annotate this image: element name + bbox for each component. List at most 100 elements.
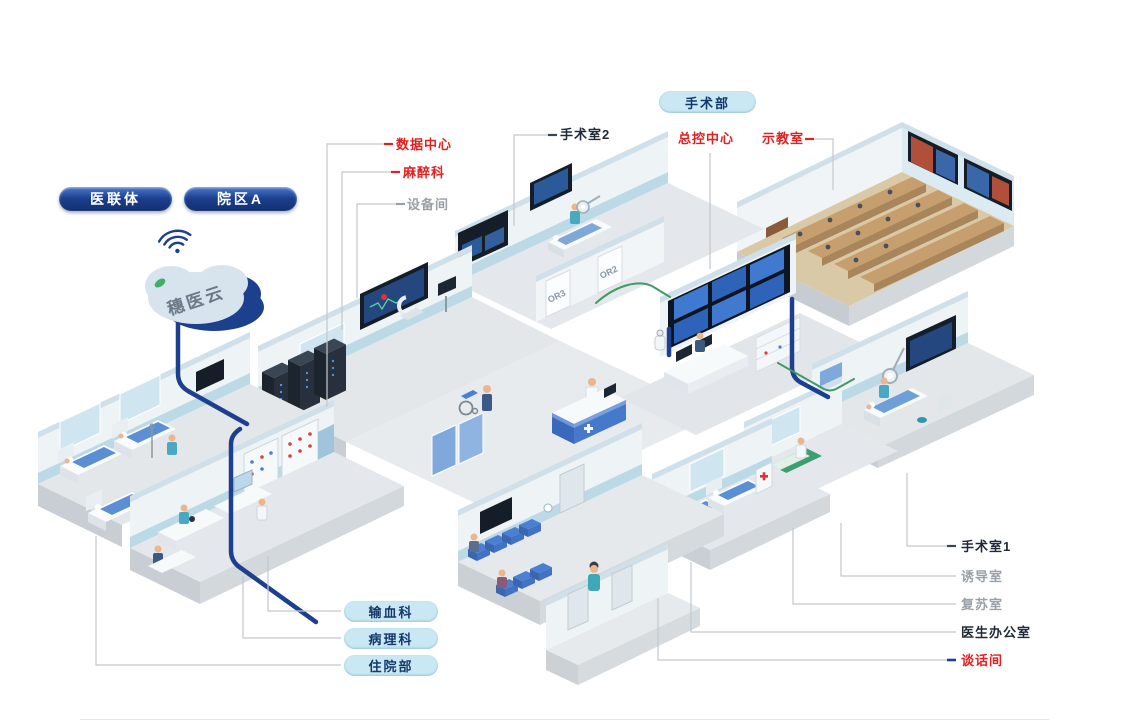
iv-stand — [149, 423, 155, 458]
connector-classroom-to-or1 — [789, 296, 831, 400]
leader-doctor-office — [690, 562, 956, 633]
or-wall-monitor — [530, 163, 572, 211]
leader-blood — [267, 556, 341, 612]
callout-equipment-room: 设备间 — [407, 197, 450, 212]
waiting-person-sitting — [497, 569, 507, 588]
pill-medical-alliance[interactable]: 医联体 — [59, 187, 172, 211]
double-door-blue — [431, 412, 484, 477]
operating-room-1 — [812, 291, 1034, 468]
leader-anesthesia — [341, 171, 391, 330]
lab-tech-sitting — [179, 504, 189, 524]
patient-bed — [58, 442, 122, 484]
or-partition-wall: OR3 OR2 — [536, 216, 664, 322]
cloud-platform: 穗医云 — [145, 265, 264, 331]
ward-tv — [196, 359, 224, 392]
leader-equipment — [356, 203, 396, 298]
network-connectors — [175, 296, 831, 625]
leader-talk-room — [657, 598, 947, 661]
office-desk-person — [148, 545, 196, 573]
or3-door — [545, 269, 571, 318]
waiting-tv — [480, 497, 512, 534]
central-hall — [346, 341, 716, 516]
callout-induction-room: 诱导室 — [961, 569, 1004, 584]
leader-demo-room — [814, 138, 834, 190]
master-control-center — [620, 233, 876, 435]
video-wall — [668, 244, 790, 349]
classroom-demo-room — [737, 122, 1014, 326]
leader-or2 — [513, 134, 548, 226]
leader-recovery — [792, 528, 956, 605]
callout-or1: 手术室1 — [961, 539, 1012, 554]
operator-person — [695, 332, 705, 352]
callout-or2: 手术室2 — [560, 127, 611, 142]
classroom-screen-right — [964, 158, 1012, 211]
students — [797, 189, 921, 263]
nurse-standing — [588, 561, 600, 591]
surgical-stool — [917, 417, 927, 423]
leaf-icon — [154, 278, 166, 288]
ward-nurse — [167, 434, 177, 455]
pill-inpatient-department: 住院部 — [344, 655, 438, 676]
talk-rooms — [546, 543, 700, 685]
patient-bed — [112, 417, 176, 459]
callout-recovery-room: 复苏室 — [961, 597, 1004, 612]
or1-wall-screen — [906, 315, 956, 372]
equipment-cart — [938, 391, 952, 413]
surgeon-or1 — [879, 377, 889, 398]
callout-data-center: 数据中心 — [396, 137, 453, 152]
classroom-screen-left — [908, 131, 958, 185]
green-link-control-or1 — [777, 362, 855, 392]
green-links — [595, 282, 855, 392]
pill-campus-a[interactable]: 院区A — [184, 187, 297, 211]
reception-desk — [552, 383, 626, 444]
leader-or1 — [906, 473, 947, 547]
leader-ticks — [384, 133, 956, 662]
green-link-or-control — [595, 282, 671, 304]
c-arm-machine — [397, 295, 424, 320]
or2-door — [597, 245, 623, 294]
connector-left-loop — [228, 426, 319, 625]
surgical-light-or2 — [576, 195, 601, 214]
operating-table-or1 — [864, 388, 928, 427]
visitor-standing — [482, 385, 492, 411]
leader-induction — [840, 523, 956, 577]
callout-anesthesia: 麻醉科 — [403, 165, 446, 180]
lab-bench-microscope — [158, 509, 224, 551]
server-racks — [262, 338, 346, 424]
cloud-body — [145, 265, 248, 324]
pill-surgery-department: 手术部 — [659, 91, 756, 113]
leader-lines — [95, 134, 956, 666]
service-robot — [654, 329, 666, 351]
lab-tech-standing — [256, 498, 268, 521]
wifi-icon — [157, 229, 192, 254]
inpatient-ward — [38, 332, 334, 547]
talk-room-door — [611, 564, 633, 611]
leader-data-center — [326, 143, 384, 407]
console-desk — [664, 334, 748, 394]
classroom-desk-rows — [782, 177, 1004, 292]
wall-clock — [543, 503, 553, 513]
connector-cloud-to-building — [175, 319, 250, 427]
callout-talk-room: 谈话间 — [961, 653, 1004, 668]
leader-inpatient — [95, 536, 341, 666]
doctor-white-coat — [795, 437, 807, 459]
desk-monitor — [604, 383, 616, 398]
waiting-person-sitting — [469, 533, 479, 552]
callout-demo-room: 示教室 — [762, 131, 805, 146]
pill-pathology: 病理科 — [344, 628, 438, 649]
operating-table-or2 — [548, 219, 612, 258]
waiting-door — [559, 463, 585, 514]
or-suite: OR3 OR2 — [455, 131, 764, 329]
monitor-cart — [438, 276, 456, 312]
empty-wheelchair — [458, 390, 479, 416]
patient-bed — [706, 476, 764, 514]
callout-master-control: 总控中心 — [678, 131, 735, 146]
pill-blood-transfusion: 输血科 — [344, 601, 438, 622]
callout-doctor-office: 医生办公室 — [961, 625, 1032, 640]
leader-pathology — [242, 576, 341, 639]
lab-bench-monitor — [214, 469, 272, 514]
first-aid-cabinet — [755, 461, 773, 495]
bottom-divider — [80, 719, 1049, 720]
